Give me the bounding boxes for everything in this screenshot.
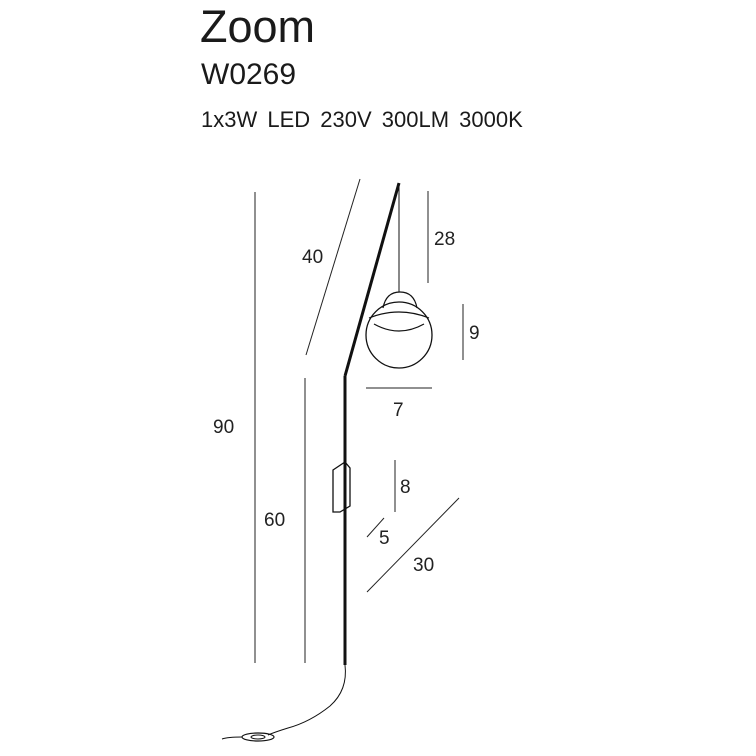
shade-band [368,311,430,319]
shade-band-inner [373,323,425,332]
label-switch-height: 8 [400,477,411,498]
lamp-arm [343,182,401,377]
lamp [221,182,433,742]
label-arm-length: 40 [302,247,323,268]
product-code: W0269 [201,58,297,91]
label-total-height: 90 [213,417,234,438]
product-name: Zoom [200,1,316,52]
label-wall-offset: 30 [413,555,434,576]
plug-lead [221,736,243,740]
floor-plug [241,732,275,742]
floor-plug-center [250,734,266,740]
dim-line-wall-offset [366,497,460,593]
product-specs: 1x3W LED 230V 300LM 3000K [201,107,523,132]
power-cable [267,664,346,736]
dimension-lines [254,178,464,663]
shade-cap [382,291,418,309]
label-shade-height: 9 [469,323,480,344]
label-shade-width: 7 [393,400,404,421]
label-switch-depth: 5 [379,528,390,549]
label-pendant-drop: 28 [434,229,455,250]
dim-line-switch-depth [366,517,385,538]
dim-line-arm-length [305,178,361,356]
switch-box [332,461,351,513]
glass-shade [365,301,433,369]
label-pole-height: 60 [264,510,285,531]
